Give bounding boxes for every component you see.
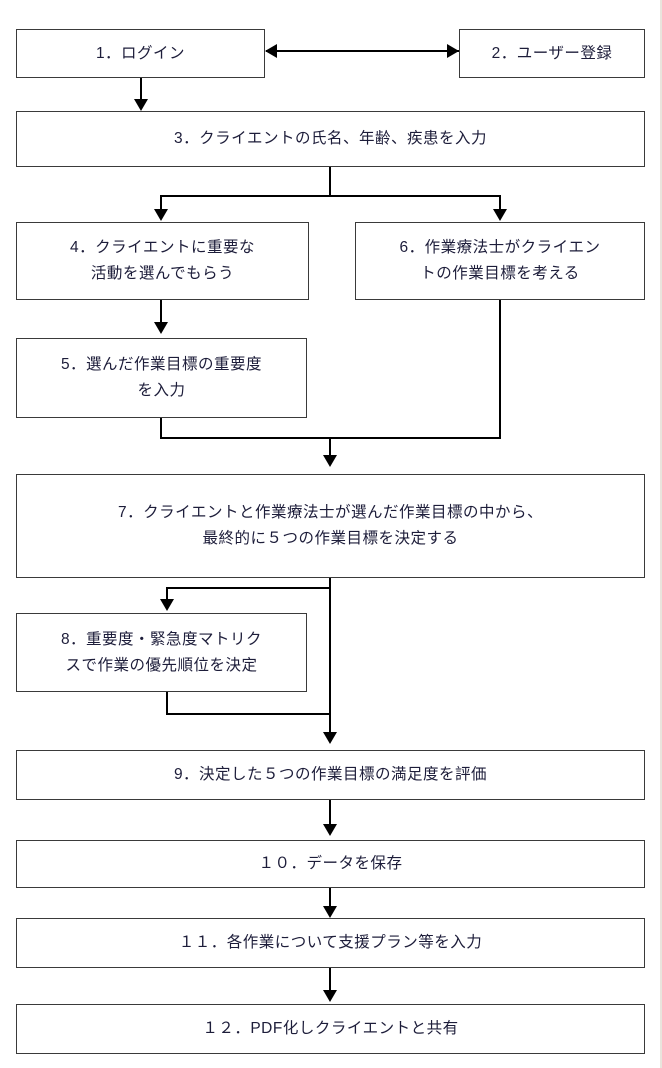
edge-merge-arrowhead-to-7 [323, 455, 337, 467]
flow-node-10-label: １０．データを保存 [258, 855, 403, 873]
flow-node-11-label: １１．各作業について支援プラン等を入力 [178, 934, 483, 952]
edge-5-merge-drop [160, 418, 163, 439]
flow-node-3[interactable]: 3．クライエントの氏名、年齢、疾患を入力 [16, 111, 645, 167]
edge-3-split-bar [160, 195, 501, 198]
edge-3-6-arrowhead [493, 209, 507, 221]
flow-node-6-label: 6．作業療法士がクライエン トの作業目標を考える [399, 239, 601, 282]
edge-11-12-arrowhead [323, 990, 337, 1002]
edge-4-5-line [160, 300, 163, 324]
flow-node-1[interactable]: 1．ログイン [16, 29, 265, 78]
flow-node-10[interactable]: １０．データを保存 [16, 840, 645, 888]
flow-node-11[interactable]: １１．各作業について支援プラン等を入力 [16, 918, 645, 968]
edge-3-4-arrowhead [154, 209, 168, 221]
edge-main-arrowhead-to-9 [323, 732, 337, 744]
flow-node-4-label: 4．クライエントに重要な 活動を選んでもらう [70, 239, 255, 282]
edge-merge-stem-to-7 [329, 437, 332, 457]
flow-node-6[interactable]: 6．作業療法士がクライエン トの作業目標を考える [355, 222, 645, 300]
edge-3-4-drop [160, 195, 163, 211]
flow-node-8[interactable]: 8．重要度・緊急度マトリク スで作業の優先順位を決定 [16, 613, 307, 692]
edge-9-10-line [329, 800, 332, 826]
flow-node-2[interactable]: 2．ユーザー登録 [459, 29, 645, 78]
flow-node-8-label: 8．重要度・緊急度マトリク スで作業の優先順位を決定 [60, 630, 263, 674]
edge-3-6-drop [499, 195, 502, 211]
flow-node-1-label: 1．ログイン [95, 44, 186, 62]
edge-1-2-arrowhead-right [447, 44, 459, 58]
edge-3-split-stem [329, 167, 332, 197]
edge-7-8-bar [166, 587, 331, 590]
edge-8-rejoin-bar [166, 713, 331, 716]
flow-node-2-label: 2．ユーザー登録 [491, 44, 613, 62]
flow-node-5-label: 5．選んだ作業目標の重要度 を入力 [60, 356, 263, 399]
edge-6-merge-drop [499, 300, 502, 439]
flow-node-4[interactable]: 4．クライエントに重要な 活動を選んでもらう [16, 222, 309, 300]
edge-1-2-line [266, 50, 459, 53]
flow-node-7[interactable]: 7．クライエントと作業療法士が選んだ作業目標の中から、 最終的に５つの作業目標を… [16, 474, 645, 578]
edge-10-11-arrowhead [323, 906, 337, 918]
page-edge-rule [660, 0, 662, 1068]
edge-1-2-arrowhead-left [265, 44, 277, 58]
flow-node-12-label: １２．PDF化しクライエントと共有 [202, 1020, 459, 1038]
edge-4-5-arrowhead [154, 322, 168, 334]
flow-node-9[interactable]: 9．決定した５つの作業目標の満足度を評価 [16, 750, 645, 800]
edge-10-11-line [329, 888, 332, 908]
flow-node-3-label: 3．クライエントの氏名、年齢、疾患を入力 [174, 130, 487, 148]
flow-node-12[interactable]: １２．PDF化しクライエントと共有 [16, 1004, 645, 1054]
edge-7-8-arrowhead [160, 599, 174, 611]
edge-1-3-arrowhead [134, 99, 148, 111]
flow-node-7-label: 7．クライエントと作業療法士が選んだ作業目標の中から、 最終的に５つの作業目標を… [118, 504, 543, 547]
flow-node-5[interactable]: 5．選んだ作業目標の重要度 を入力 [16, 338, 307, 418]
edge-1-3-line [140, 78, 143, 101]
edge-7-8-drop [166, 587, 169, 601]
edge-7-main-stem [329, 578, 332, 734]
edge-8-rejoin-drop [166, 692, 169, 715]
flow-node-9-label: 9．決定した５つの作業目標の満足度を評価 [173, 766, 488, 784]
edge-11-12-line [329, 968, 332, 992]
edge-9-10-arrowhead [323, 824, 337, 836]
